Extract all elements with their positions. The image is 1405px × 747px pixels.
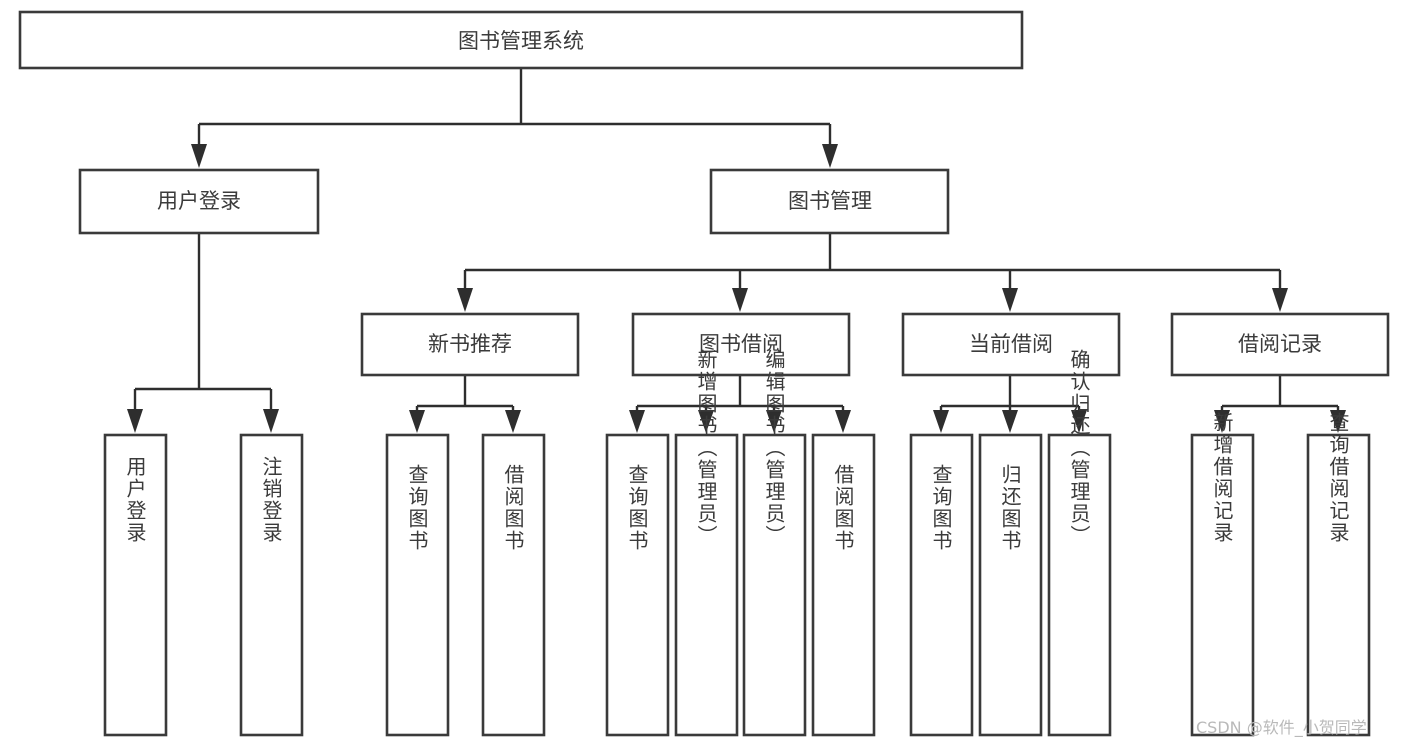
leaf-borrow-book-1-label: 借阅图书 [501, 464, 525, 552]
node-borrow-record[interactable]: 借阅记录 [1170, 312, 1390, 377]
leaf-return-book[interactable]: 归还图书 [978, 433, 1043, 737]
arrowhead-current-borrow [1002, 288, 1018, 312]
leaf-query-book-3-label: 查询图书 [929, 464, 953, 552]
node-current-borrow[interactable]: 当前借阅 [901, 312, 1121, 377]
leaf-add-record[interactable]: 新增借阅记录 [1190, 412, 1255, 737]
arrowhead-leaf-query-book-3 [933, 410, 949, 433]
leaf-query-book-1-label: 查询图书 [405, 464, 429, 552]
arrowhead-leaf-query-book-1 [409, 410, 425, 433]
node-borrow-record-label: 借阅记录 [1238, 332, 1322, 356]
leaf-borrow-book-1[interactable]: 借阅图书 [481, 433, 546, 737]
arrowhead-leaf-borrow-book-1 [505, 410, 521, 433]
leaf-query-record-box[interactable] [1306, 433, 1371, 737]
node-root[interactable]: 图书管理系统 [18, 10, 1024, 70]
leaf-query-book-2-label: 查询图书 [625, 464, 649, 552]
arrowhead-book-borrow [732, 288, 748, 312]
node-new-book-recommend-box[interactable] [360, 312, 580, 377]
node-user-login[interactable]: 用户登录 [78, 168, 320, 235]
leaf-borrow-book-1-box[interactable] [481, 433, 546, 737]
arrowhead-leaf-user-login [127, 409, 143, 433]
arrowhead-leaf-borrow-book-2 [835, 410, 851, 433]
leaf-add-book-label: 新增图书（管理员） [694, 349, 718, 547]
leaf-confirm-return[interactable]: 确认归还（管理员） [1047, 349, 1112, 737]
node-book-borrow-label: 图书借阅 [699, 332, 783, 356]
csdn-watermark: CSDN @软件_小贺同学 [1196, 718, 1367, 738]
leaf-query-book-1[interactable]: 查询图书 [385, 433, 450, 737]
leaf-user-login-box[interactable] [103, 433, 168, 737]
arrowhead-leaf-add-book [698, 410, 714, 433]
leaf-user-logout-box[interactable] [239, 433, 304, 737]
node-user-login-box[interactable] [78, 168, 320, 235]
node-current-borrow-label: 当前借阅 [969, 332, 1053, 356]
node-user-login-label: 用户登录 [157, 189, 241, 213]
leaf-add-record-box[interactable] [1190, 433, 1255, 737]
leaf-borrow-book-2-label: 借阅图书 [831, 464, 855, 552]
connectors-layer [127, 68, 1346, 433]
node-current-borrow-box[interactable] [901, 312, 1121, 377]
leaf-add-book-box[interactable] [674, 433, 739, 737]
arrowhead-leaf-return-book [1002, 410, 1018, 433]
leaf-add-book[interactable]: 新增图书（管理员） [674, 349, 739, 737]
leaf-edit-book-label: 编辑图书（管理员） [762, 349, 786, 547]
leaf-borrow-book-2-box[interactable] [811, 433, 876, 737]
leaf-query-book-3[interactable]: 查询图书 [909, 433, 974, 737]
arrowhead-user-login [191, 144, 207, 168]
node-borrow-record-box[interactable] [1170, 312, 1390, 377]
node-root-label: 图书管理系统 [458, 29, 584, 53]
arrowhead-leaf-edit-book [766, 410, 782, 433]
node-new-book-recommend-label: 新书推荐 [428, 332, 512, 356]
leaf-user-logout[interactable]: 注销登录 [239, 433, 304, 737]
leaf-confirm-return-box[interactable] [1047, 433, 1112, 737]
arrowhead-leaf-add-record [1214, 410, 1230, 433]
leaf-user-logout-label: 注销登录 [259, 456, 283, 544]
leaf-query-record[interactable]: 查询借阅记录 [1306, 412, 1371, 737]
leaf-return-book-label: 归还图书 [998, 464, 1022, 552]
leaf-user-login-label: 用户登录 [123, 456, 147, 544]
leaf-query-book-2[interactable]: 查询图书 [605, 433, 670, 737]
leaf-return-book-box[interactable] [978, 433, 1043, 737]
node-new-book-recommend[interactable]: 新书推荐 [360, 312, 580, 377]
node-root-box[interactable] [18, 10, 1024, 70]
leaf-edit-book[interactable]: 编辑图书（管理员） [742, 349, 807, 737]
leaf-query-book-2-box[interactable] [605, 433, 670, 737]
arrowhead-leaf-query-book-2 [629, 410, 645, 433]
arrowhead-new-book-recommend [457, 288, 473, 312]
leaf-edit-book-box[interactable] [742, 433, 807, 737]
leaf-add-record-label: 新增借阅记录 [1210, 412, 1234, 544]
leaf-confirm-return-label: 确认归还（管理员） [1067, 349, 1091, 547]
leaf-query-book-3-box[interactable] [909, 433, 974, 737]
arrowhead-leaf-user-logout [263, 409, 279, 433]
node-book-manage[interactable]: 图书管理 [709, 168, 950, 235]
arrowhead-borrow-record [1272, 288, 1288, 312]
leaf-borrow-book-2[interactable]: 借阅图书 [811, 433, 876, 737]
node-book-borrow[interactable]: 图书借阅 [631, 312, 851, 377]
node-book-manage-label: 图书管理 [788, 189, 872, 213]
leaf-query-book-1-box[interactable] [385, 433, 450, 737]
arrowhead-leaf-query-record [1330, 410, 1346, 433]
leaf-user-login[interactable]: 用户登录 [103, 433, 168, 737]
node-book-borrow-box[interactable] [631, 312, 851, 377]
leaf-query-record-label: 查询借阅记录 [1326, 412, 1350, 544]
arrowhead-book-manage [822, 144, 838, 168]
node-book-manage-box[interactable] [709, 168, 950, 235]
arrowhead-leaf-confirm-return [1071, 410, 1087, 433]
